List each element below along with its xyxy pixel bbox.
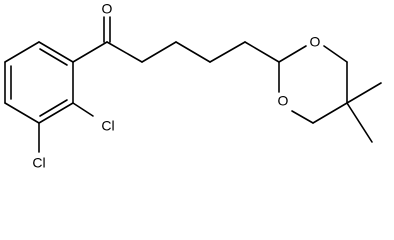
ring-oxygen-label: O xyxy=(310,34,321,50)
bond xyxy=(278,45,307,63)
bond xyxy=(38,102,74,124)
double-bond-inner xyxy=(39,99,68,117)
bond xyxy=(4,102,40,124)
bond xyxy=(323,45,348,63)
bond xyxy=(291,110,314,124)
molecule-structure: O Cl Cl O O xyxy=(4,1,382,171)
chloro-substituents xyxy=(38,102,94,153)
ketone-chain xyxy=(72,16,280,63)
chlorine-label: Cl xyxy=(32,155,45,171)
ring-oxygen-label: O xyxy=(278,93,289,109)
bond xyxy=(244,41,280,63)
double-bond-inner xyxy=(39,48,68,66)
bond xyxy=(106,41,143,63)
dioxane-ring xyxy=(278,45,382,143)
bond xyxy=(72,102,94,117)
bond xyxy=(38,41,74,63)
bond xyxy=(346,102,373,143)
atom-labels: O Cl Cl O O xyxy=(32,1,320,171)
bond xyxy=(209,41,246,63)
bond xyxy=(312,102,348,124)
carbonyl-oxygen-label: O xyxy=(102,1,113,17)
chlorine-label: Cl xyxy=(101,118,114,134)
bond xyxy=(346,82,382,104)
benzene-ring xyxy=(4,41,74,124)
bond xyxy=(4,41,40,63)
bond xyxy=(72,41,108,63)
bond xyxy=(141,41,177,63)
bond xyxy=(175,41,211,63)
